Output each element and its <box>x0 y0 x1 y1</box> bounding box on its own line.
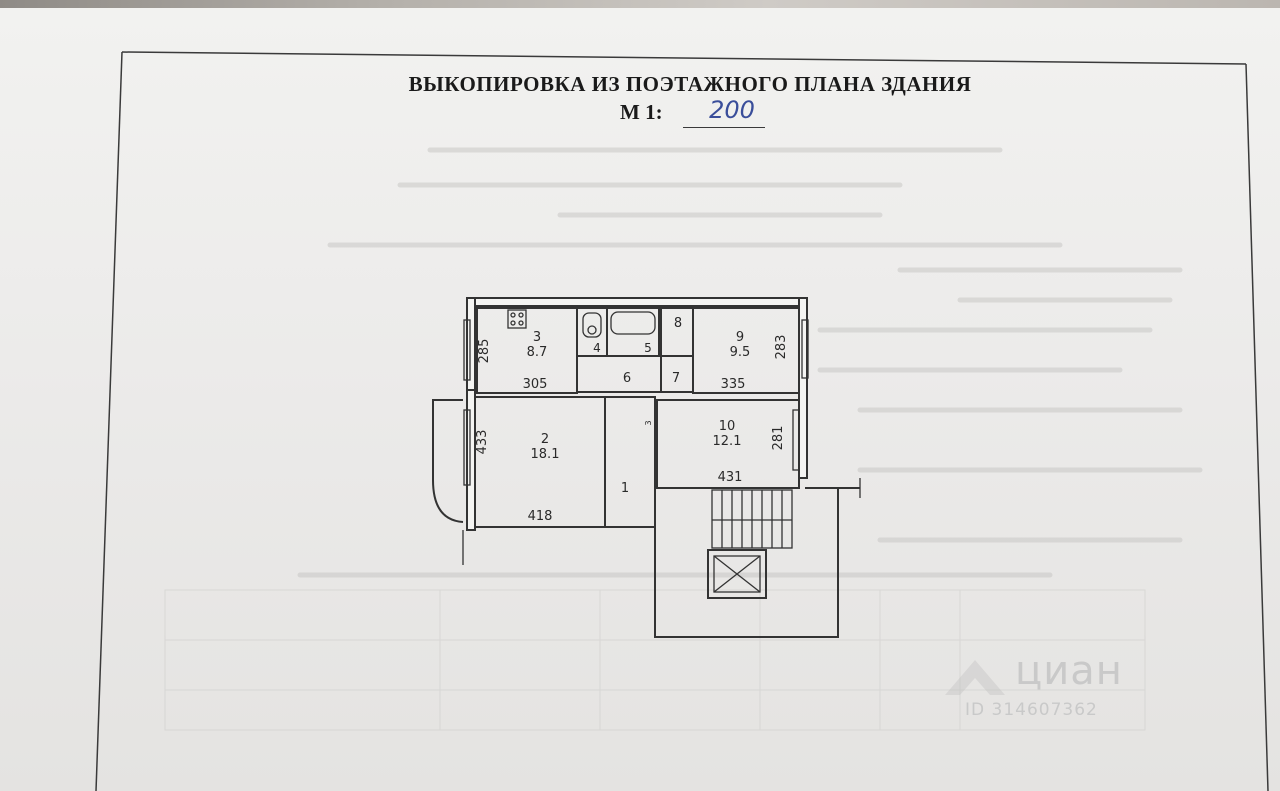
wall-top <box>466 297 808 307</box>
wall-right <box>798 297 808 479</box>
balcony <box>432 399 464 523</box>
room-10-height-dim: 281 <box>771 426 786 451</box>
wall-left-upper <box>466 297 476 399</box>
document-title: ВЫКОПИРОВКА ИЗ ПОЭТАЖНОГО ПЛАНА ЗДАНИЯ <box>408 72 972 96</box>
room-9-number: 9 <box>736 330 744 345</box>
room-2 <box>474 396 606 528</box>
room-2-area: 18.1 <box>531 447 560 462</box>
room-9-height-dim: 283 <box>774 335 789 360</box>
room-1-number: 1 <box>621 481 629 496</box>
window-room9 <box>801 319 809 379</box>
room-10-number: 10 <box>719 419 736 434</box>
room-9-width-dim: 335 <box>721 377 746 392</box>
room-2-height-dim: 433 <box>475 430 490 455</box>
room-3-area: 8.7 <box>527 345 548 360</box>
bathtub-fixture <box>610 311 656 335</box>
scale-value: 200 <box>709 96 755 124</box>
window-room10 <box>792 409 800 471</box>
room-3-number: 3 <box>533 330 541 345</box>
room-8-number: 8 <box>674 316 682 331</box>
scale-underline <box>683 127 765 128</box>
room-10-area: 12.1 <box>713 434 742 449</box>
room-6-number: 6 <box>623 371 631 386</box>
room-6 <box>576 355 662 393</box>
room-3-width-dim: 305 <box>523 377 548 392</box>
stove-fixture <box>507 309 527 329</box>
window-room2 <box>463 409 471 486</box>
watermark-brand: циан <box>1015 648 1123 694</box>
landing <box>654 487 839 638</box>
room-2-number: 2 <box>541 432 549 447</box>
room-7-number: 7 <box>672 371 680 386</box>
scale-label: М 1: <box>620 100 663 124</box>
room-9-area: 9.5 <box>730 345 751 360</box>
elevator-shaft <box>707 549 767 599</box>
room-2-width-dim: 418 <box>528 509 553 524</box>
window-room3 <box>463 319 471 381</box>
wall-left-lower <box>466 389 476 531</box>
room-1 <box>604 396 656 528</box>
room-10-width-dim: 431 <box>718 470 743 485</box>
watermark-id: ID 314607362 <box>965 700 1098 720</box>
room-9 <box>692 307 800 394</box>
room-4-number: 4 <box>593 341 601 355</box>
toilet-fixture <box>582 312 602 338</box>
stairs <box>711 489 793 549</box>
room-4 <box>576 307 608 357</box>
cian-logo <box>945 660 1005 695</box>
room-3-height-dim: 285 <box>477 339 492 364</box>
page-edge-shadow <box>0 0 1280 8</box>
room-5-number: 5 <box>644 341 652 355</box>
closet-mark: 3 <box>644 420 653 425</box>
